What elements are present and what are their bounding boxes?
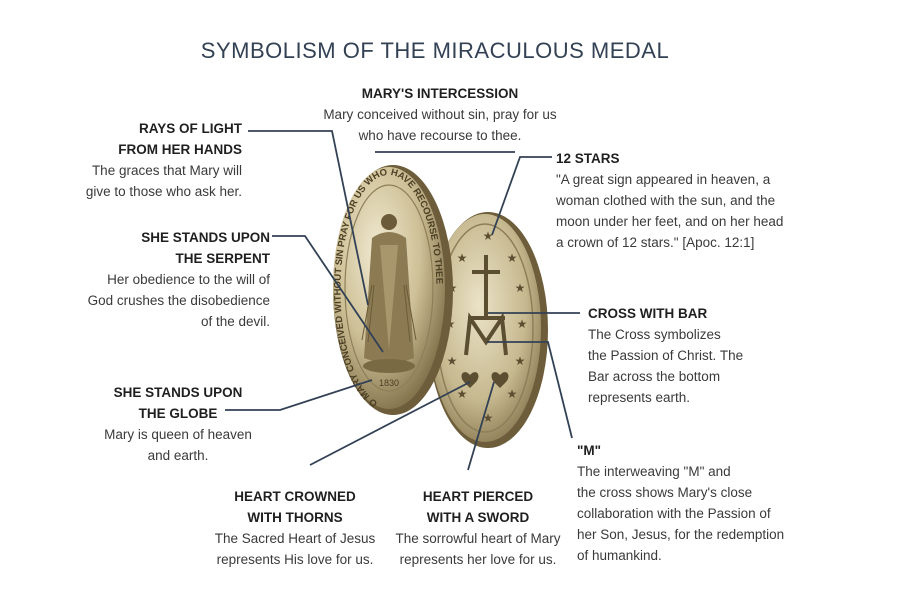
section-rays: RAYS OF LIGHT FROM HER HANDS The graces … (85, 121, 242, 199)
leader-m (487, 341, 573, 439)
leader-globe (225, 379, 373, 411)
svg-text:★: ★ (517, 317, 528, 331)
svg-text:★: ★ (515, 354, 526, 368)
hearts-icon (461, 372, 509, 388)
mary-figure-icon (364, 214, 414, 363)
svg-text:★: ★ (515, 281, 526, 295)
section-serpent: SHE STANDS UPON THE SERPENT Her obedienc… (87, 230, 270, 329)
svg-text:★: ★ (483, 411, 494, 425)
section-intercession: MARY'S INTERCESSION Mary conceived witho… (305, 83, 575, 146)
section-thorns: HEART CROWNED WITH THORNS The Sacred Hea… (214, 489, 376, 567)
svg-text:★: ★ (507, 251, 518, 265)
leader-serpent (272, 235, 384, 353)
section-stars: 12 STARS "A great sign appeared in heave… (556, 151, 784, 250)
leader-rays (248, 130, 369, 306)
page-title: SYMBOLISM OF THE MIRACULOUS MEDAL (200, 38, 670, 63)
medal-year: 1830 (379, 378, 399, 388)
svg-text:★: ★ (457, 387, 468, 401)
svg-text:★: ★ (483, 229, 494, 243)
cross-icon (468, 255, 505, 320)
svg-text:★: ★ (447, 354, 458, 368)
medal-front: O MARY CONCEIVED WITHOUT SIN PRAY FOR US… (332, 165, 453, 415)
leader-sword (467, 381, 495, 471)
svg-text:★: ★ (507, 387, 518, 401)
section-globe: SHE STANDS UPON THE GLOBE Mary is queen … (104, 385, 252, 463)
leader-lines (225, 130, 580, 471)
heading-intercession: MARY'S INTERCESSION (361, 86, 519, 101)
section-sword: HEART PIERCED WITH A SWORD The sorrowful… (395, 489, 561, 567)
leader-thorns (309, 381, 471, 466)
svg-text:★: ★ (457, 251, 468, 265)
m-monogram-icon (464, 312, 508, 356)
globe-icon (363, 359, 415, 373)
section-cross: CROSS WITH BAR The Cross symbolizes the … (588, 306, 744, 405)
leader-stars (491, 156, 552, 236)
section-m: "M" The interweaving "M" and the cross s… (577, 443, 785, 563)
rays-icon (361, 284, 417, 343)
